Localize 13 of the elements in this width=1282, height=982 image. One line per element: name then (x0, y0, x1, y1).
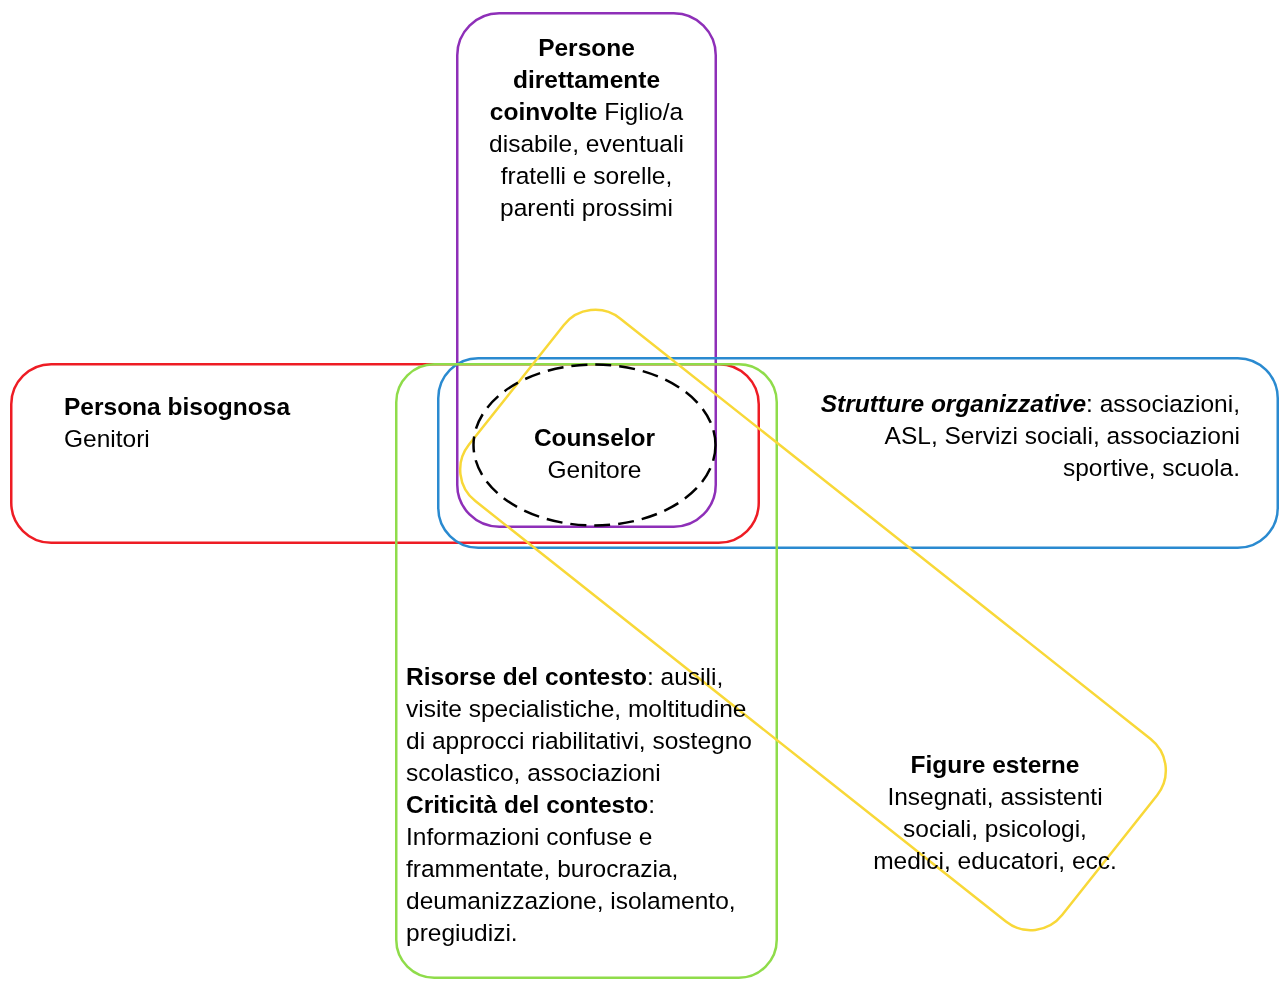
dashed-ellipse (472, 363, 717, 527)
rounded-rectangle (456, 12, 717, 528)
node-text: Persone direttamente coinvolte Figlio/a disabile, eventuali fratelli e sorelle, parenti prossimi (488, 33, 685, 223)
node-text: Genitori (64, 424, 151, 454)
node-heading: Persona bisognosa (64, 392, 292, 422)
node-text: Criticità del contesto: Informazioni confuse e frammentate, burocrazia, deumanizzazione, isolamento, pregiudizi. (406, 790, 737, 948)
node-heading: Figure esterne (909, 750, 1081, 780)
node-text: Strutture organizzative: associazioni, ASL, Servizi sociali, associazioni sportive, scuola. (819, 389, 1240, 483)
rounded-rectangle (10, 363, 760, 544)
rounded-rectangle (437, 357, 1279, 549)
node-heading: Counselor (532, 423, 657, 453)
node-text: Genitore (546, 455, 643, 485)
rounded-rectangle (395, 363, 778, 979)
